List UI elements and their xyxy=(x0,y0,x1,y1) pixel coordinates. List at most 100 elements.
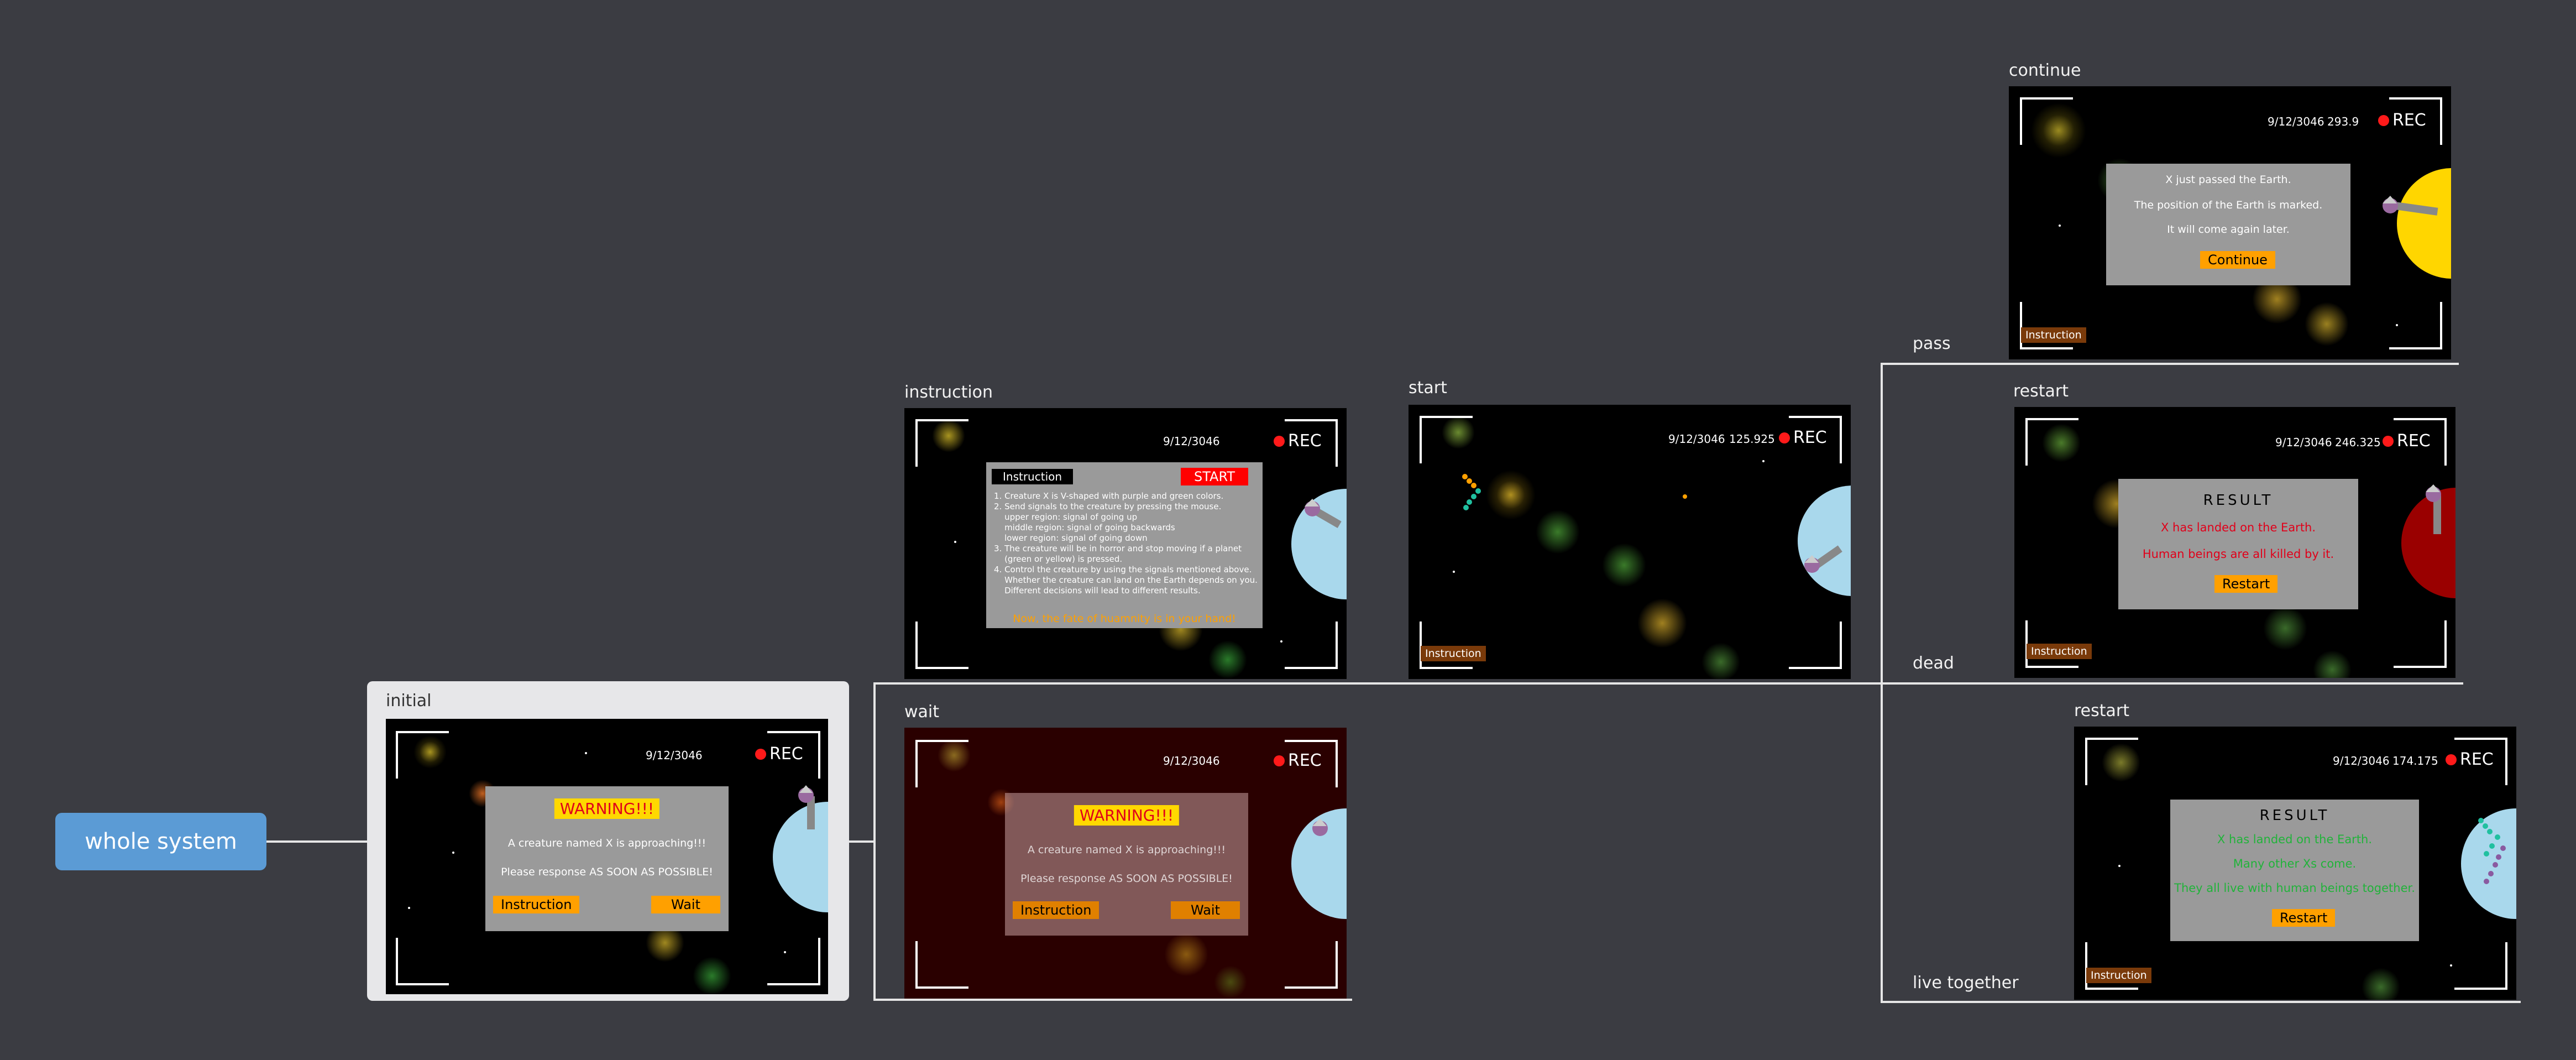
viewfinder-corner xyxy=(1285,419,1338,467)
satellite-icon xyxy=(798,785,815,829)
star xyxy=(2450,964,2452,967)
planet-glow xyxy=(1164,932,1208,977)
restart-button[interactable]: Restart xyxy=(2214,575,2278,593)
viewfinder-corner xyxy=(2085,738,2138,785)
rec-dot-icon xyxy=(1274,755,1285,766)
elapsed-time: 246.325 xyxy=(2335,436,2381,449)
wait-button[interactable]: Wait xyxy=(651,896,720,913)
planet-glow xyxy=(1637,598,1687,648)
connector-wait-branch xyxy=(873,999,1352,1001)
viewfinder-corner xyxy=(915,941,968,989)
star xyxy=(2118,865,2121,867)
viewfinder-corner xyxy=(2394,620,2447,668)
date-text: 9/12/3046 xyxy=(646,749,703,762)
result-line-3: They all live with human beings together… xyxy=(2174,881,2415,895)
planet-glow xyxy=(2305,302,2349,346)
star xyxy=(452,852,454,854)
instruction-title: Instruction xyxy=(992,469,1074,484)
pass-line-3: It will come again later. xyxy=(2167,223,2290,236)
rec-indicator: REC xyxy=(2383,431,2431,451)
connector-start-vertical xyxy=(1881,363,1883,1002)
planet-glow xyxy=(2102,743,2140,782)
wait-button[interactable]: Wait xyxy=(1171,901,1240,919)
connector-pass-branch xyxy=(1881,363,2459,365)
screen-start: 9/12/3046 125.925 REC Instruction xyxy=(1409,405,1851,679)
instruction-dialog: Instruction START 1. Creature X is V-sha… xyxy=(986,462,1263,628)
viewfinder-corner xyxy=(767,731,820,779)
pass-line-1: X just passed the Earth. xyxy=(2165,174,2291,186)
warning-dialog: WARNING!!! A creature named X is approac… xyxy=(485,786,729,931)
star xyxy=(2059,224,2061,227)
planet-glow xyxy=(2031,103,2086,158)
branch-label-live-together: live together xyxy=(1913,973,2019,993)
screen-instruction: 9/12/3046 REC Instruction START 1. Creat… xyxy=(904,408,1347,679)
rec-indicator: REC xyxy=(1274,431,1322,451)
viewfinder-corner xyxy=(2389,302,2442,349)
viewfinder-corner xyxy=(1420,416,1473,463)
screen-restart-dead: 9/12/3046 246.325 REC RESULT X has lande… xyxy=(2014,407,2455,678)
date-text: 9/12/3046 xyxy=(1668,432,1725,446)
date-text: 9/12/3046 xyxy=(2268,115,2324,128)
pass-dialog: X just passed the Earth. The position of… xyxy=(2106,164,2350,285)
satellite-icon xyxy=(1305,499,1342,529)
restart-button[interactable]: Restart xyxy=(2272,909,2336,927)
warning-line-2: Please response AS SOON AS POSSIBLE! xyxy=(501,866,713,878)
rec-dot-icon xyxy=(1779,432,1790,443)
branch-label-wait: wait xyxy=(904,702,940,722)
planet-glow xyxy=(1536,510,1580,554)
viewfinder-corner xyxy=(2454,942,2507,990)
instruction-button[interactable]: Instruction xyxy=(1421,646,1486,661)
instruction-button[interactable]: Instruction xyxy=(2027,644,2092,659)
star xyxy=(1280,640,1282,643)
warning-dialog: WARNING!!! A creature named X is approac… xyxy=(1005,793,1248,936)
marker-dot xyxy=(1683,494,1687,499)
branch-label-initial: initial xyxy=(386,691,432,711)
root-node: whole system xyxy=(55,813,266,870)
viewfinder-corner xyxy=(2085,942,2138,990)
branch-label-restart-dead: restart xyxy=(2013,382,2069,401)
connector-start-line xyxy=(1357,682,2463,685)
instruction-button[interactable]: Instruction xyxy=(2086,968,2151,983)
screen-continue: 9/12/3046 293.9 REC X just passed the Ea… xyxy=(2009,86,2451,359)
result-line-1: X has landed on the Earth. xyxy=(2217,833,2373,846)
branch-label-pass: pass xyxy=(1913,334,1951,353)
branch-label-continue: continue xyxy=(2009,61,2081,80)
viewfinder-corner xyxy=(2020,97,2073,145)
viewfinder-corner xyxy=(2454,738,2507,785)
satellite-icon xyxy=(2383,196,2438,216)
continue-button[interactable]: Continue xyxy=(2200,251,2275,269)
rec-dot-icon xyxy=(755,748,766,760)
result-line-2: Many other Xs come. xyxy=(2233,857,2357,870)
instruction-button[interactable]: Instruction xyxy=(1013,901,1099,919)
planet-glow xyxy=(1442,416,1475,449)
screen-restart-live: 9/12/3046 174.175 REC RESULT X has lande… xyxy=(2074,727,2516,1000)
star xyxy=(784,951,786,953)
instruction-steps: 1. Creature X is V-shaped with purple an… xyxy=(994,491,1258,596)
star xyxy=(408,907,410,909)
planet-glow xyxy=(1486,470,1536,520)
planet-glow xyxy=(932,419,965,452)
result-line-1: X has landed on the Earth. xyxy=(2160,521,2316,534)
rec-indicator: REC xyxy=(1779,428,1827,447)
viewfinder-corner xyxy=(767,938,820,985)
viewfinder-corner xyxy=(1285,941,1338,989)
result-title: RESULT xyxy=(2203,492,2274,509)
instruction-button[interactable]: Instruction xyxy=(493,896,580,913)
connector-initial xyxy=(849,840,875,843)
viewfinder-corner xyxy=(915,419,968,467)
warning-line-1: A creature named X is approaching!!! xyxy=(507,837,706,849)
screen-wait: 9/12/3046 REC WARNING!!! A creature name… xyxy=(904,728,1347,999)
instruction-button[interactable]: Instruction xyxy=(2021,327,2086,343)
date-text: 9/12/3046 xyxy=(1163,435,1220,448)
planet-glow xyxy=(413,735,447,769)
viewfinder-corner xyxy=(2389,97,2442,145)
elapsed-time: 174.175 xyxy=(2392,754,2438,767)
rec-indicator: REC xyxy=(1274,751,1322,770)
elapsed-time: 125.925 xyxy=(1729,432,1775,446)
creature-x-swarm-icon xyxy=(2478,818,2506,884)
result-dialog: RESULT X has landed on the Earth. Human … xyxy=(2118,479,2358,609)
branch-label-start: start xyxy=(1409,378,1447,398)
viewfinder-corner xyxy=(1789,622,1842,669)
rec-dot-icon xyxy=(2383,435,2394,447)
start-button[interactable]: START xyxy=(1181,468,1249,485)
